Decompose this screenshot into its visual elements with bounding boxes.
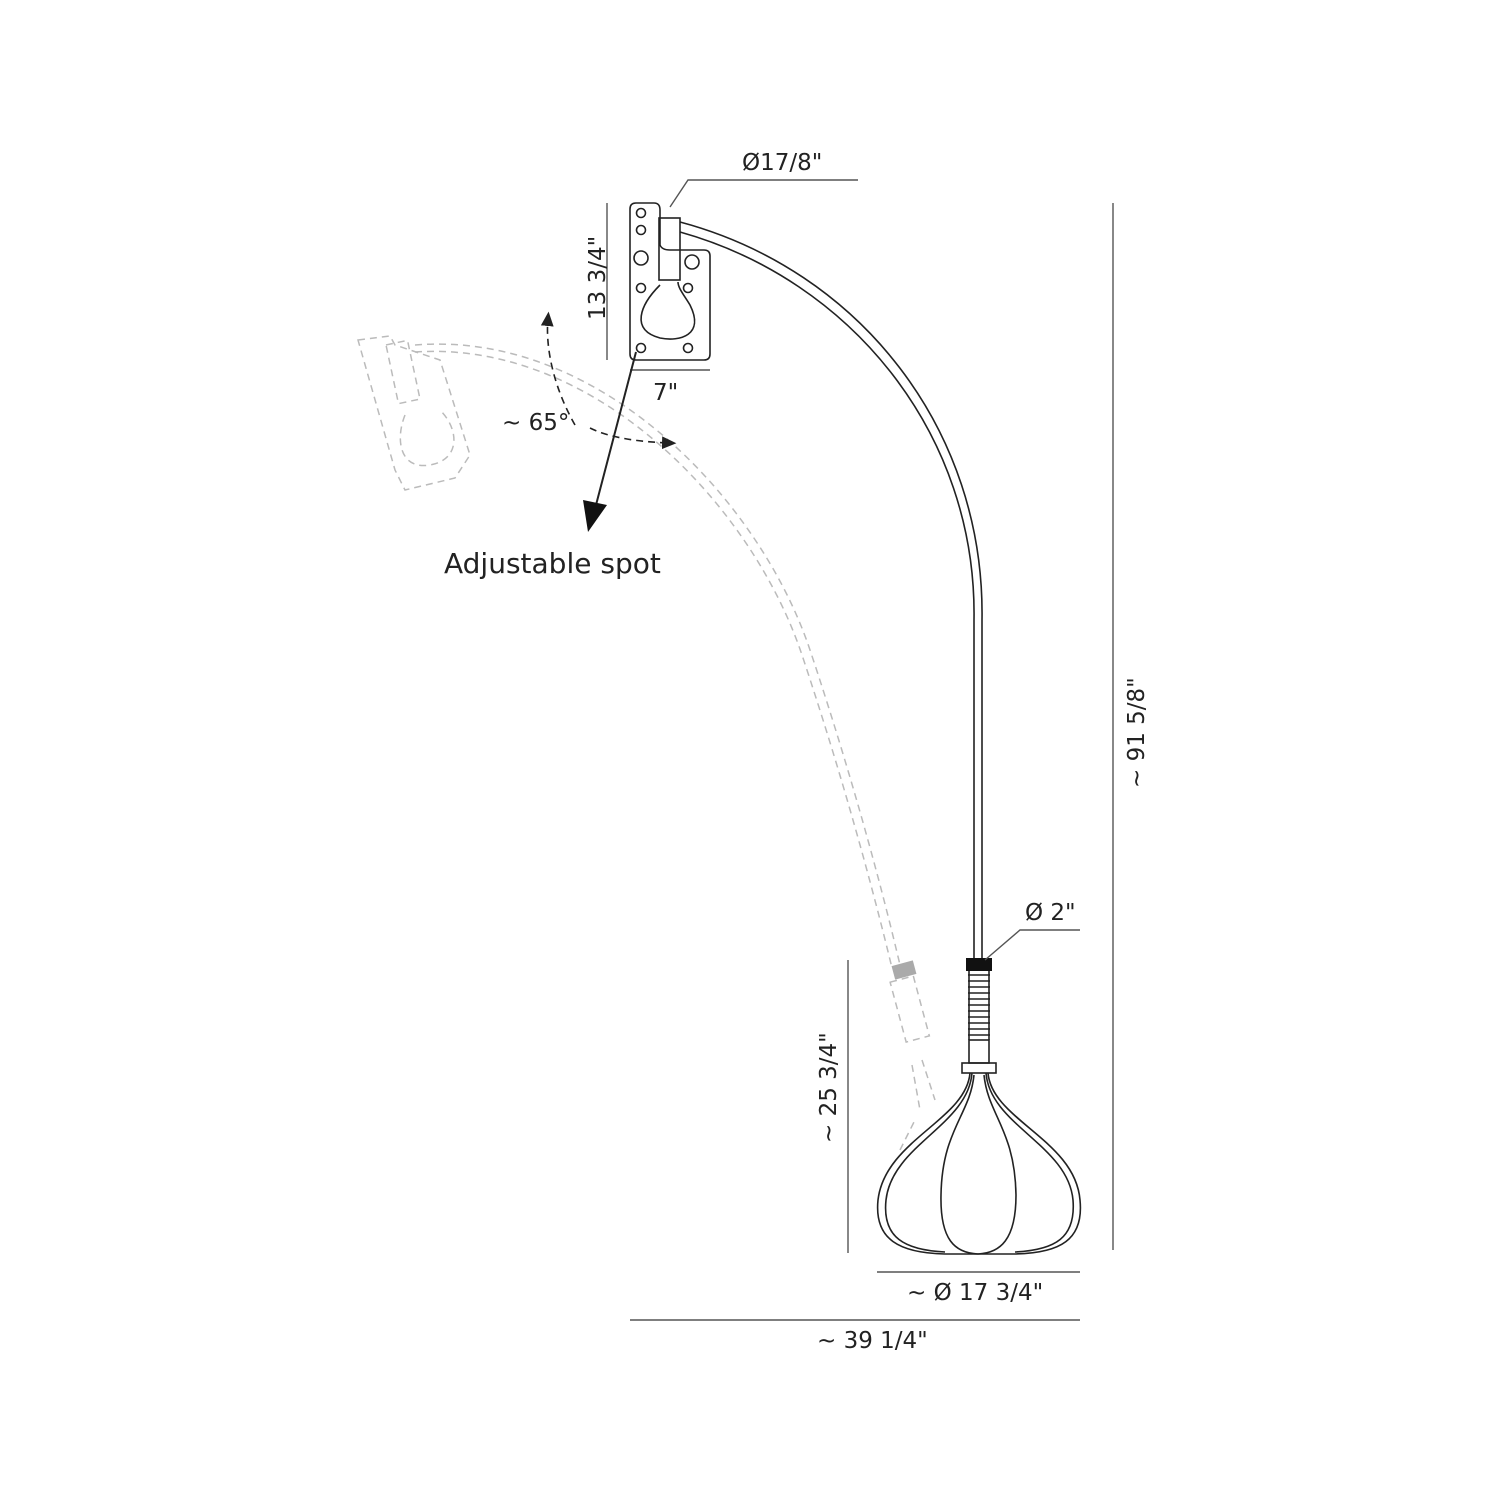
- spot-direction-arrow: [583, 351, 637, 532]
- collar-diameter-label: Ø 2": [1025, 900, 1076, 926]
- head-height-label: 13 3/4": [585, 236, 611, 320]
- rotation-angle-label: ~ 65°: [502, 410, 569, 436]
- total-width-label: ~ 39 1/4": [817, 1328, 928, 1354]
- head-width-label: 7": [653, 380, 678, 406]
- lamp-collar: [961, 958, 997, 1074]
- base-height-label: ~ 25 3/4": [816, 1032, 842, 1143]
- spot-head: [629, 202, 711, 361]
- dimension-lines: [606, 179, 1114, 1321]
- lamp-arm: [679, 221, 983, 960]
- lamp-base: [876, 1072, 1082, 1255]
- total-height-label: ~ 91 5/8": [1124, 677, 1150, 788]
- adjustable-spot-label: Adjustable spot: [444, 547, 661, 580]
- ghost-collar: [891, 960, 917, 980]
- head-diameter-label: Ø17/8": [742, 150, 822, 176]
- ghost-spring: [889, 975, 931, 1044]
- ghost-lamp-position: [357, 335, 936, 1151]
- rotation-indicator: [540, 311, 677, 450]
- base-diameter-label: ~ Ø 17 3/4": [907, 1280, 1043, 1306]
